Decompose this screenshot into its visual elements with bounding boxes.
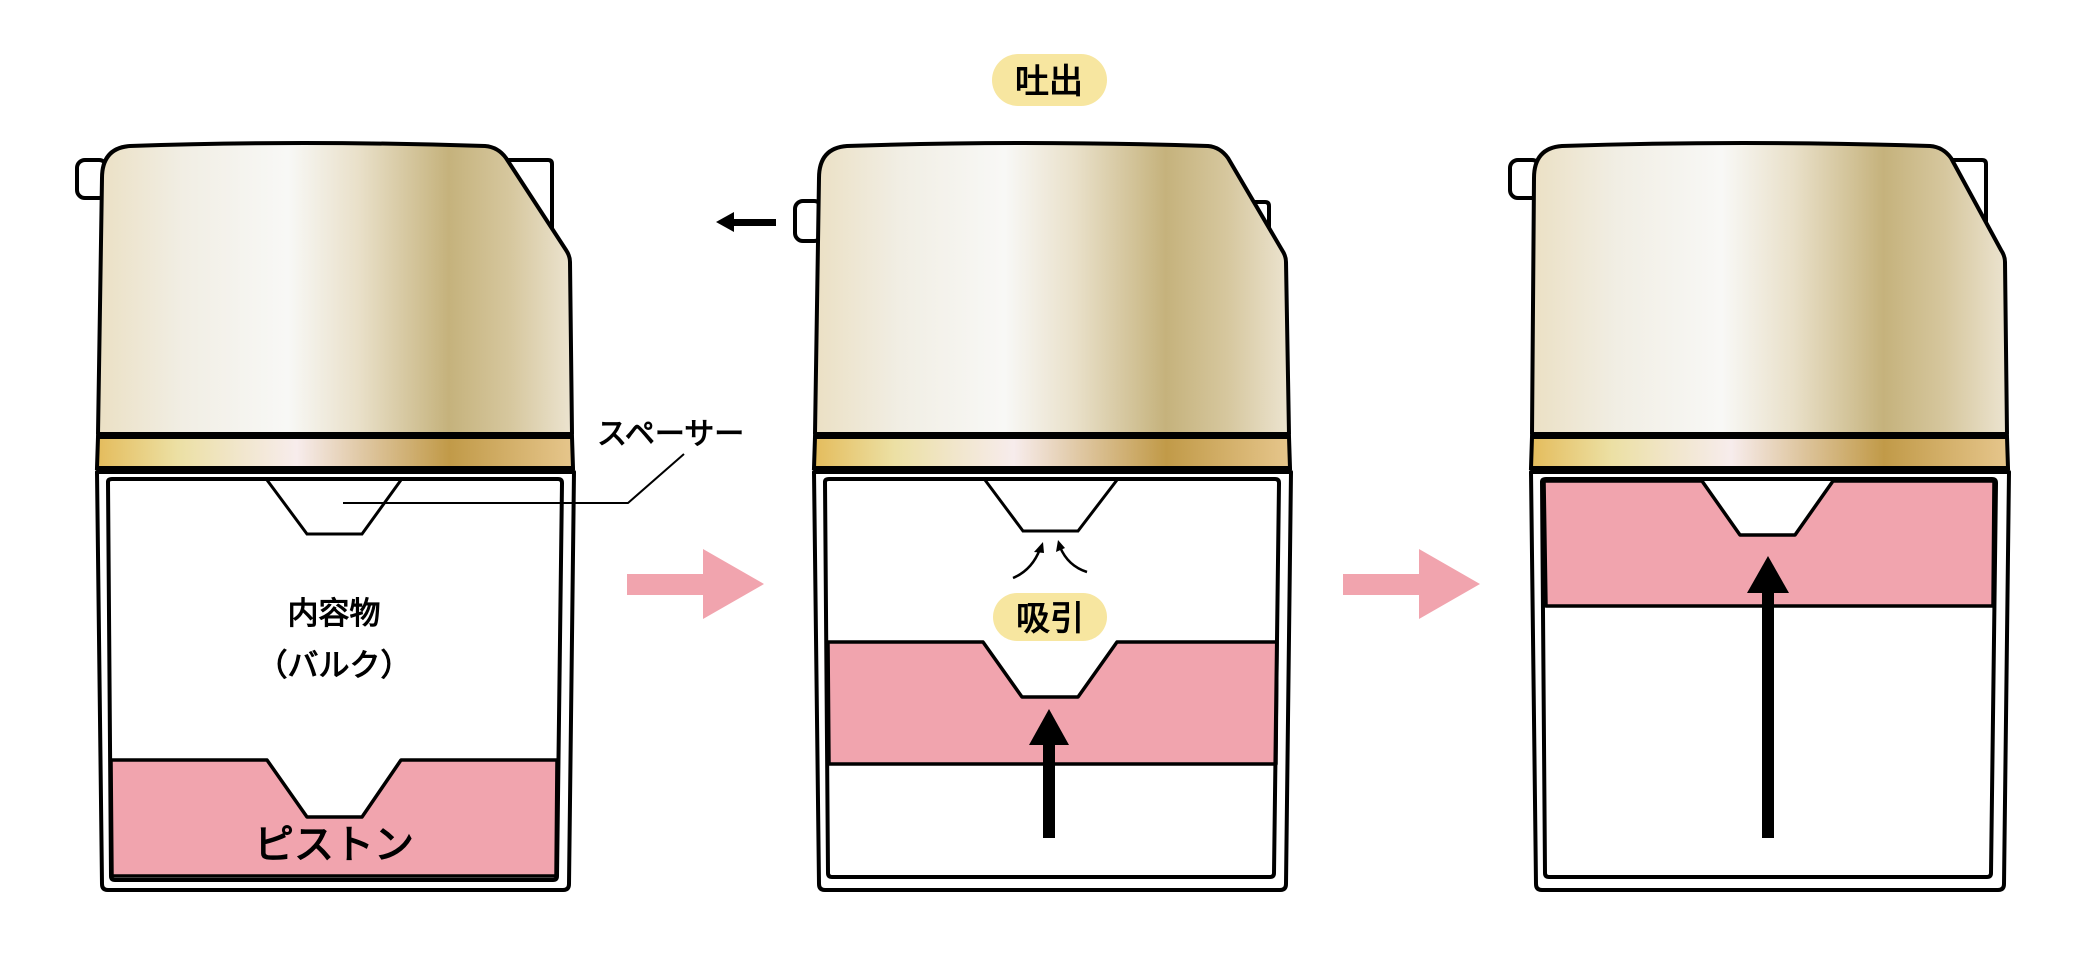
spacer	[983, 479, 1119, 533]
contents-label: 内容物	[288, 596, 381, 632]
suction-flow-icon	[1012, 540, 1088, 580]
piston	[826, 640, 1279, 766]
piston-up-arrow-icon	[1747, 556, 1789, 838]
flow-arrow-2	[1343, 549, 1480, 619]
container-inner	[106, 477, 564, 882]
container-inner	[823, 477, 1281, 879]
piston-label: ピストン	[254, 822, 414, 868]
suction-badge: 吸引	[993, 593, 1107, 641]
piston	[109, 758, 559, 878]
discharge-badge: 吐出	[992, 54, 1107, 106]
spacer-leader-line	[343, 453, 685, 504]
bottle-stage-1: スペーサー 内容物 （バルク） ピストン	[75, 141, 744, 892]
gold-band	[94, 435, 576, 470]
container-outer	[812, 470, 1293, 892]
cap	[1530, 141, 2009, 436]
actuator-back	[480, 158, 554, 235]
flow-arrow-1	[627, 549, 764, 619]
cap	[96, 141, 574, 436]
discharge-arrow-icon	[716, 212, 776, 232]
bottle-stage-2: 吐出 吸引	[716, 54, 1293, 892]
bottle-stage-3	[1508, 141, 2011, 892]
contents-bulk-label: （バルク）	[257, 648, 412, 684]
cap	[813, 141, 1291, 436]
container-inner	[1540, 477, 1998, 879]
piston-up-arrow-icon	[1029, 709, 1069, 838]
gold-band	[1528, 435, 2011, 470]
discharge-label: 吐出	[1015, 62, 1083, 102]
spacer-label: スペーサー	[597, 417, 744, 452]
actuator-back	[1215, 200, 1271, 250]
gold-band	[811, 435, 1293, 470]
suction-label: 吸引	[1016, 599, 1084, 639]
actuator-back	[1900, 158, 1988, 235]
spacer	[265, 479, 403, 536]
